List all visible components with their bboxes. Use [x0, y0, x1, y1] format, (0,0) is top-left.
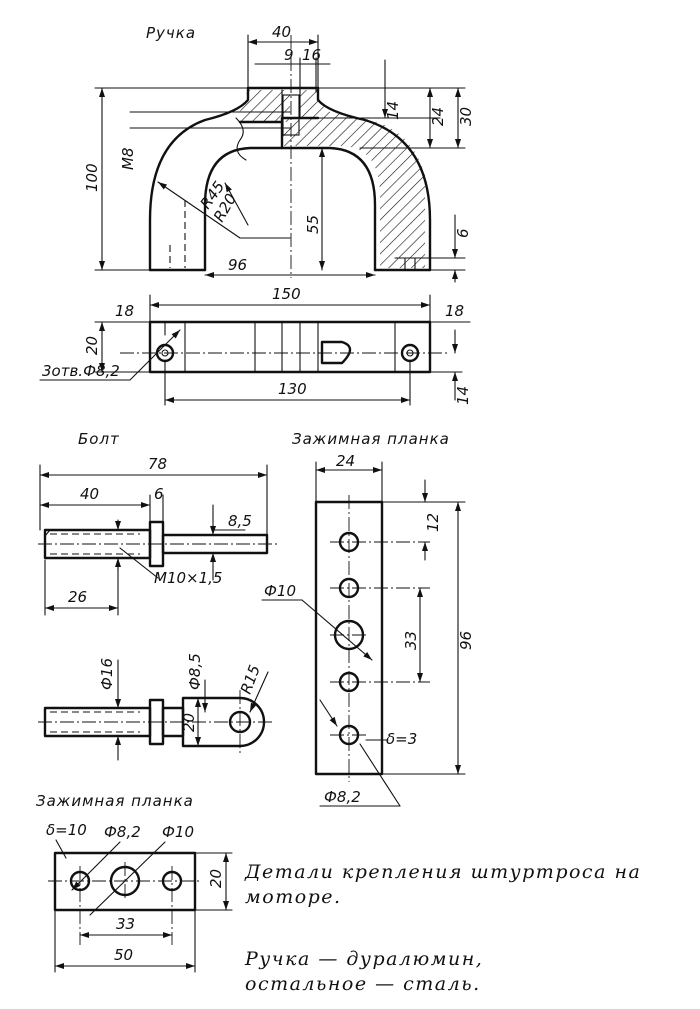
dim-14-plan: 14: [454, 386, 472, 405]
handle-dimensions: Ручка 40 9 16 14 24 30 100 M8 R20: [83, 23, 475, 283]
dim-16: 16: [302, 46, 321, 64]
dim-thread: M10×1,5: [154, 569, 222, 587]
caption-line-1: Детали крепления штуртроса на: [244, 861, 641, 883]
dim-100: 100: [83, 163, 101, 192]
clamp-plate-dimensions: δ=10 Ф8,2 Ф10 20 33 50: [46, 821, 233, 973]
dim-96: 96: [228, 256, 247, 274]
dim-40-bolt: 40: [80, 485, 99, 503]
dim-12: 12: [424, 513, 442, 532]
dim-50: 50: [114, 946, 133, 964]
dim-96-strip: 96: [457, 631, 475, 650]
dim-18b: 18: [445, 302, 464, 320]
bolt-top-dimensions: Ф16 Ф8,5 20 R15: [98, 653, 269, 761]
dim-20-plate: 20: [207, 869, 225, 888]
dim-thickness-plate: δ=10: [46, 821, 87, 839]
dim-30: 30: [457, 107, 475, 126]
clamp-plate-view: Зажимная планка: [36, 792, 202, 945]
dim-24-strip: 24: [336, 452, 355, 470]
clamp-strip-dimensions: 24 12 33 96 Ф10 δ=3 Ф8,2: [261, 452, 475, 807]
dim-14: 14: [384, 101, 402, 120]
dim-m8: M8: [119, 148, 137, 171]
dim-d16: Ф16: [98, 658, 116, 690]
handle-plan-dimensions: 150 18 18 20 3отв.Ф8,2 130 14: [39, 285, 472, 406]
dim-d8-2-strip: Ф8,2: [324, 788, 361, 806]
bolt-top-view: [38, 690, 275, 755]
dim-d8-2-plate: Ф8,2: [104, 823, 141, 841]
caption-block: Детали крепления штуртроса на моторе. Ру…: [244, 861, 641, 995]
bolt-side-view: Болт: [38, 430, 278, 568]
dim-78: 78: [148, 455, 167, 473]
dim-holes: 3отв.Ф8,2: [42, 362, 120, 380]
dim-d10-plate: Ф10: [162, 823, 194, 841]
dim-6-bolt: 6: [154, 485, 164, 503]
caption-line-4: остальное — сталь.: [245, 973, 481, 995]
caption-line-2: моторе.: [245, 886, 342, 908]
dim-130: 130: [278, 380, 307, 398]
dim-20: 20: [83, 336, 101, 355]
dim-26: 26: [68, 588, 87, 606]
clamp-strip-view: Зажимная планка: [292, 430, 450, 782]
dim-8-5: 8,5: [228, 512, 252, 530]
clamp-plate-title: Зажимная планка: [36, 792, 194, 810]
dim-6: 6: [454, 228, 472, 238]
dim-d8-5: Ф8,5: [186, 653, 204, 690]
dim-40: 40: [272, 23, 291, 41]
handle-title: Ручка: [146, 24, 196, 42]
handle-front-view: [148, 35, 432, 278]
bolt-title: Болт: [78, 430, 120, 448]
dim-18a: 18: [115, 302, 134, 320]
dim-thickness-strip: δ=3: [386, 730, 417, 748]
dim-24: 24: [429, 107, 447, 126]
caption-line-3: Ручка — дуралюмин,: [244, 948, 483, 970]
dim-150: 150: [272, 285, 301, 303]
bolt-dimensions: 78 40 6 8,5 M10×1,5 26: [39, 455, 268, 616]
dim-9: 9: [284, 46, 294, 64]
dim-20-bolt: 20: [180, 713, 198, 732]
dim-d10-strip: Ф10: [264, 582, 296, 600]
handle-plan-view: [120, 320, 450, 374]
dim-33-plate: 33: [116, 915, 135, 933]
clamp-strip-title: Зажимная планка: [292, 430, 450, 448]
dim-33-strip: 33: [402, 631, 420, 650]
dim-55: 55: [304, 215, 322, 234]
